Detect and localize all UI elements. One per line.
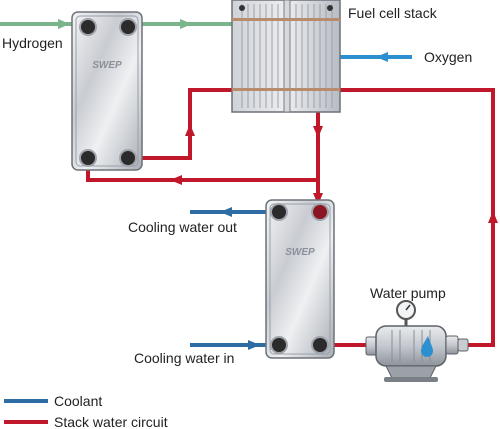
arrow-left-icon bbox=[376, 52, 388, 62]
water-drop-icon bbox=[421, 336, 433, 357]
heat-exchanger-bottom: SWEP bbox=[265, 199, 335, 359]
cooling-water-in-label: Cooling water in bbox=[134, 350, 234, 366]
water-pump-label: Water pump bbox=[370, 285, 446, 301]
fuel-cell-stack-label: Fuel cell stack bbox=[348, 5, 438, 21]
coolant-lines bbox=[190, 207, 278, 350]
swep-logo: SWEP bbox=[285, 247, 315, 258]
legend-label-coolant: Coolant bbox=[54, 393, 102, 409]
arrow-up-icon bbox=[488, 211, 498, 223]
circuit-stack-right-to-pump bbox=[340, 88, 495, 347]
port-icon bbox=[270, 203, 288, 221]
fuel-cell-stack bbox=[231, 0, 341, 113]
circuit-arrows bbox=[170, 124, 498, 223]
arrow-right-icon bbox=[58, 19, 70, 29]
swep-logo: SWEP bbox=[92, 60, 122, 71]
oxygen-label: Oxygen bbox=[424, 49, 472, 65]
arrow-down-icon bbox=[313, 193, 323, 205]
arrow-right-icon bbox=[180, 19, 192, 29]
bolt-icon bbox=[327, 5, 333, 11]
port-icon bbox=[311, 203, 329, 221]
port-icon bbox=[79, 149, 97, 167]
port-icon bbox=[119, 149, 137, 167]
cooling-water-out-label: Cooling water out bbox=[128, 219, 237, 235]
arrow-up-icon bbox=[185, 124, 195, 136]
hydrogen-label: Hydrogen bbox=[2, 35, 63, 51]
oxygen-line bbox=[340, 52, 412, 62]
arrow-down-icon bbox=[313, 126, 323, 138]
labels: Hydrogen Fuel cell stack Oxygen Cooling … bbox=[2, 5, 472, 366]
arrow-left-icon bbox=[220, 207, 232, 217]
arrow-right-icon bbox=[248, 340, 260, 350]
legend-label-stack-water: Stack water circuit bbox=[54, 414, 168, 429]
port-icon bbox=[119, 18, 137, 36]
circuit-hx1-to-stack bbox=[128, 88, 232, 160]
arrow-left-icon bbox=[170, 175, 182, 185]
port-icon bbox=[270, 336, 288, 354]
water-pump bbox=[365, 300, 469, 382]
port-icon bbox=[79, 18, 97, 36]
bolt-icon bbox=[239, 5, 245, 11]
heat-exchanger-top: SWEP bbox=[71, 11, 143, 171]
port-icon bbox=[311, 336, 329, 354]
legend: Coolant Stack water circuit bbox=[4, 393, 168, 429]
